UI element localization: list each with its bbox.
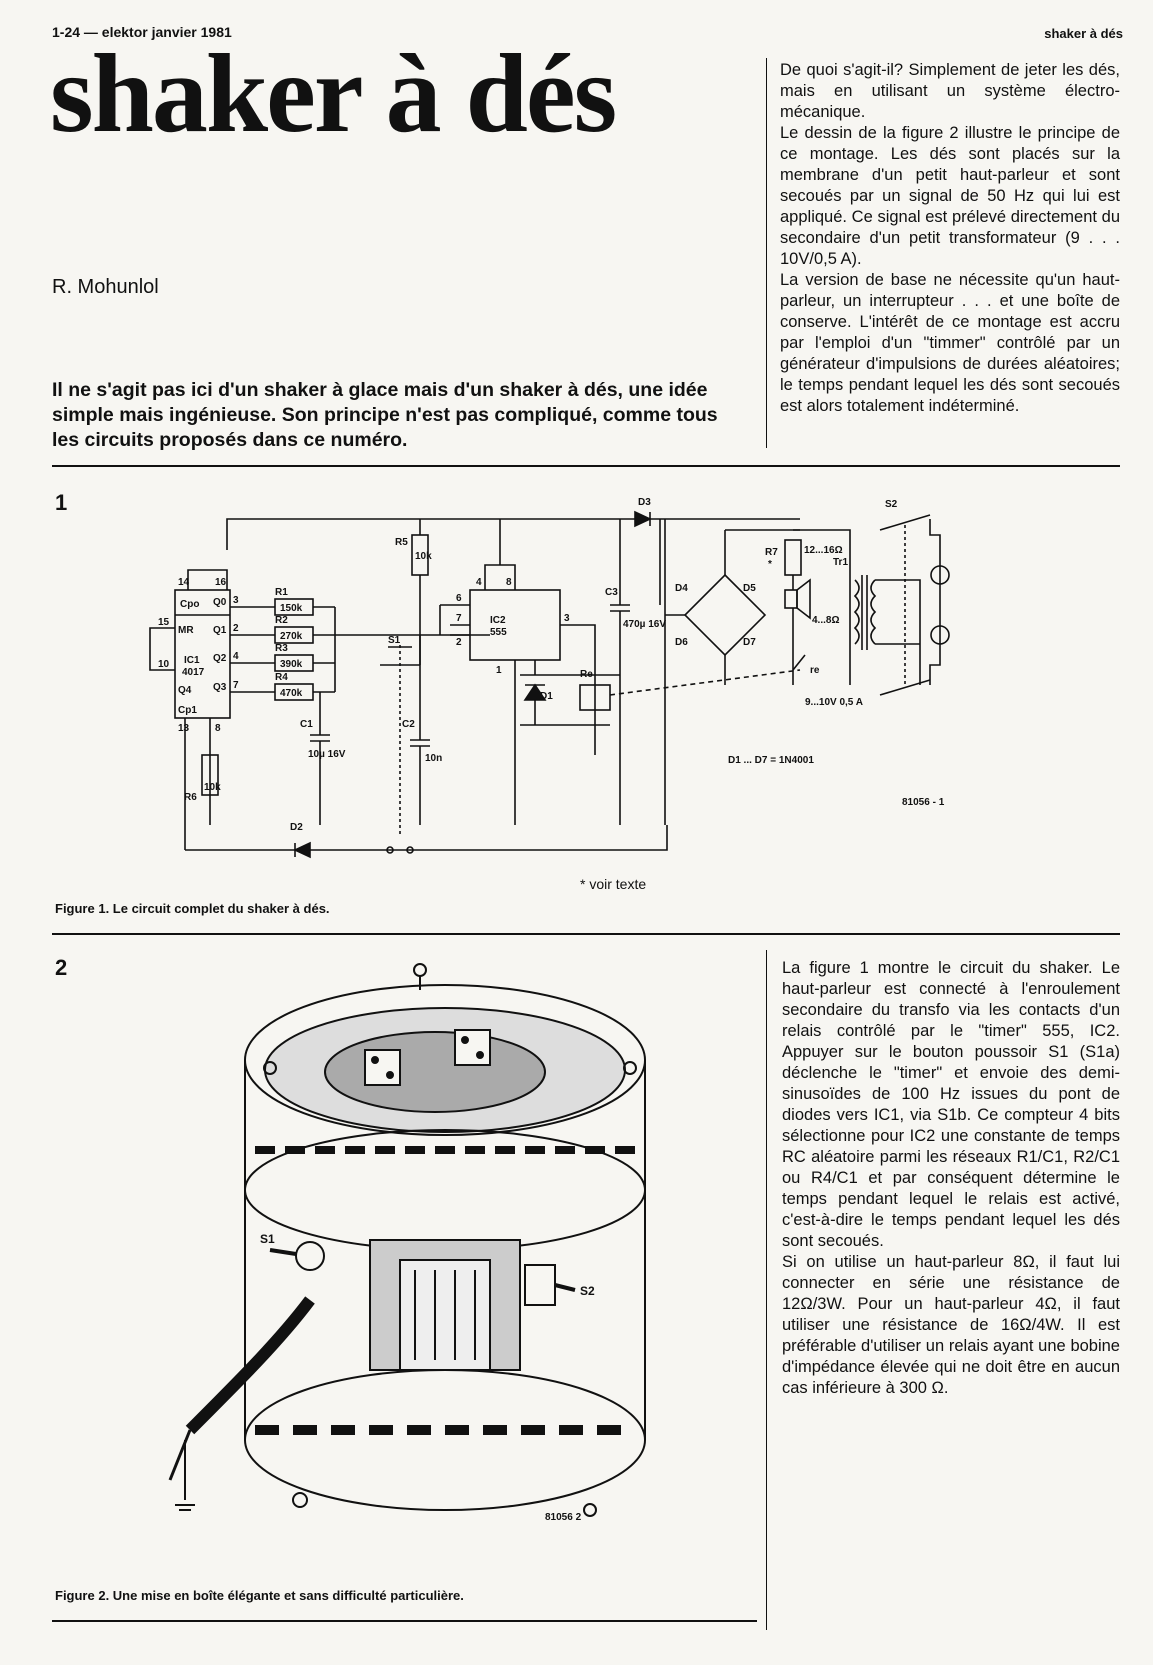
- intro-column: De quoi s'agit-il? Simplement de jeter l…: [780, 60, 1120, 417]
- c2-label: C2: [402, 719, 415, 730]
- ic2-label: IC2: [490, 615, 506, 626]
- footer-rule: [52, 1620, 757, 1622]
- relay-contact-label: re: [810, 665, 820, 676]
- column-divider-top: [766, 58, 767, 448]
- d5-label: D5: [743, 583, 756, 594]
- cp1-label: Cp1: [178, 705, 197, 716]
- pin-label: 8: [506, 577, 512, 588]
- pin-label: 7: [233, 680, 239, 691]
- shaker-illustration: S1 S2 81056 2: [168, 963, 646, 1523]
- r1-label: R1: [275, 587, 288, 598]
- description-paragraph: La figure 1 montre le circuit du shaker.…: [782, 959, 1120, 1250]
- ic2-chip: [469, 589, 561, 661]
- description-paragraph: Si on utilise un haut-parleur 8Ω, il fau…: [782, 1253, 1120, 1397]
- relay-label: Re: [580, 669, 593, 680]
- q0-label: Q0: [213, 597, 227, 608]
- r5-value: 10k: [415, 551, 432, 562]
- d2-label: D2: [290, 822, 303, 833]
- q4-label: Q4: [178, 685, 192, 696]
- transformer-label: Tr1: [833, 557, 848, 568]
- r6-label: R6: [184, 792, 197, 803]
- pin-label: 3: [564, 613, 570, 624]
- figure2-caption: Figure 2. Une mise en boîte élégante et …: [55, 1588, 464, 1603]
- figure1-ref: 81056 - 1: [902, 797, 945, 808]
- r2-label: R2: [275, 615, 288, 626]
- s2-label: S2: [580, 1284, 595, 1298]
- c2-value: 10n: [425, 753, 442, 764]
- figure2-ref: 81056 2: [545, 1512, 582, 1523]
- ic1-part-label: 4017: [182, 667, 205, 678]
- ic2-part-label: 555: [490, 627, 507, 638]
- d1-label: D1: [540, 691, 553, 702]
- pin-label: 13: [178, 723, 190, 734]
- r4-label: R4: [275, 672, 288, 683]
- page-header-left: 1-24 — elektor janvier 1981: [52, 24, 232, 40]
- c3-value: 470µ 16V: [623, 619, 666, 630]
- d4-label: D4: [675, 583, 688, 594]
- intro-paragraph: Le dessin de la figure 2 illustre le pri…: [780, 124, 1120, 268]
- pin-label: 16: [215, 577, 227, 588]
- pin-label: 4: [476, 577, 482, 588]
- s1-label: S1: [388, 635, 401, 646]
- q3-label: Q3: [213, 682, 227, 693]
- article-author: R. Mohunlol: [52, 276, 159, 298]
- r7-label: R7: [765, 547, 778, 558]
- r7-value: 12...16Ω: [804, 545, 843, 556]
- cpo-label: Cpo: [180, 599, 199, 610]
- r6-value: 10k: [204, 782, 221, 793]
- pin-label: 4: [233, 651, 239, 662]
- d7-label: D7: [743, 637, 756, 648]
- c1-label: C1: [300, 719, 313, 730]
- speaker-value: 4...8Ω: [812, 615, 839, 626]
- pin-label: 2: [233, 623, 239, 634]
- r2-value: 270k: [280, 631, 303, 642]
- pin-label: 8: [215, 723, 221, 734]
- transformer-output: 9...10V 0,5 A: [805, 697, 863, 708]
- d6-label: D6: [675, 637, 688, 648]
- pin-label: 14: [178, 577, 190, 588]
- r3-value: 390k: [280, 659, 303, 670]
- ic1-chip: [174, 589, 231, 719]
- diode-note: D1 ... D7 = 1N4001: [728, 755, 814, 766]
- pin-label: 10: [158, 659, 170, 670]
- r3-label: R3: [275, 643, 288, 654]
- pin-label: 3: [233, 595, 239, 606]
- pin-label: 15: [158, 617, 170, 628]
- figure2-number: 2: [55, 955, 68, 980]
- r5-label: R5: [395, 537, 408, 548]
- figure1-caption: Figure 1. Le circuit complet du shaker à…: [55, 901, 330, 916]
- pin-label: 2: [456, 637, 462, 648]
- r4-value: 470k: [280, 688, 303, 699]
- pin-label: 1: [496, 665, 502, 676]
- article-title: shaker à dés: [50, 32, 617, 156]
- d3-label: D3: [638, 497, 651, 508]
- column-divider-bottom: [766, 950, 767, 1630]
- r1-value: 150k: [280, 603, 303, 614]
- figure1-note: * voir texte: [580, 876, 647, 892]
- q2-label: Q2: [213, 653, 227, 664]
- mr-label: MR: [178, 625, 194, 636]
- figure1-number: 1: [55, 490, 68, 515]
- intro-paragraph: La version de base ne nécessite qu'un ha…: [780, 271, 1120, 415]
- description-column: La figure 1 montre le circuit du shaker.…: [782, 958, 1120, 1399]
- pin-label: 7: [456, 613, 462, 624]
- ic1-label: IC1: [184, 655, 200, 666]
- circuit-schematic: Cpo MR IC1 4017 Q4 Cp1 Q0 Q1 Q2 Q3 14 16…: [149, 497, 950, 859]
- pin-label: 6: [456, 593, 462, 604]
- section-divider: [52, 465, 1120, 467]
- article-lead: Il ne s'agit pas ici d'un shaker à glace…: [52, 379, 718, 451]
- s2-label: S2: [885, 499, 898, 510]
- intro-paragraph: De quoi s'agit-il? Simplement de jeter l…: [780, 61, 1120, 121]
- r7-star: *: [768, 559, 772, 570]
- q1-label: Q1: [213, 625, 227, 636]
- page-header-right: shaker à dés: [1044, 26, 1123, 41]
- c3-label: C3: [605, 587, 618, 598]
- s1-label: S1: [260, 1232, 275, 1246]
- section-divider: [52, 933, 1120, 935]
- c1-value: 10µ 16V: [308, 749, 346, 760]
- wire: [226, 518, 800, 550]
